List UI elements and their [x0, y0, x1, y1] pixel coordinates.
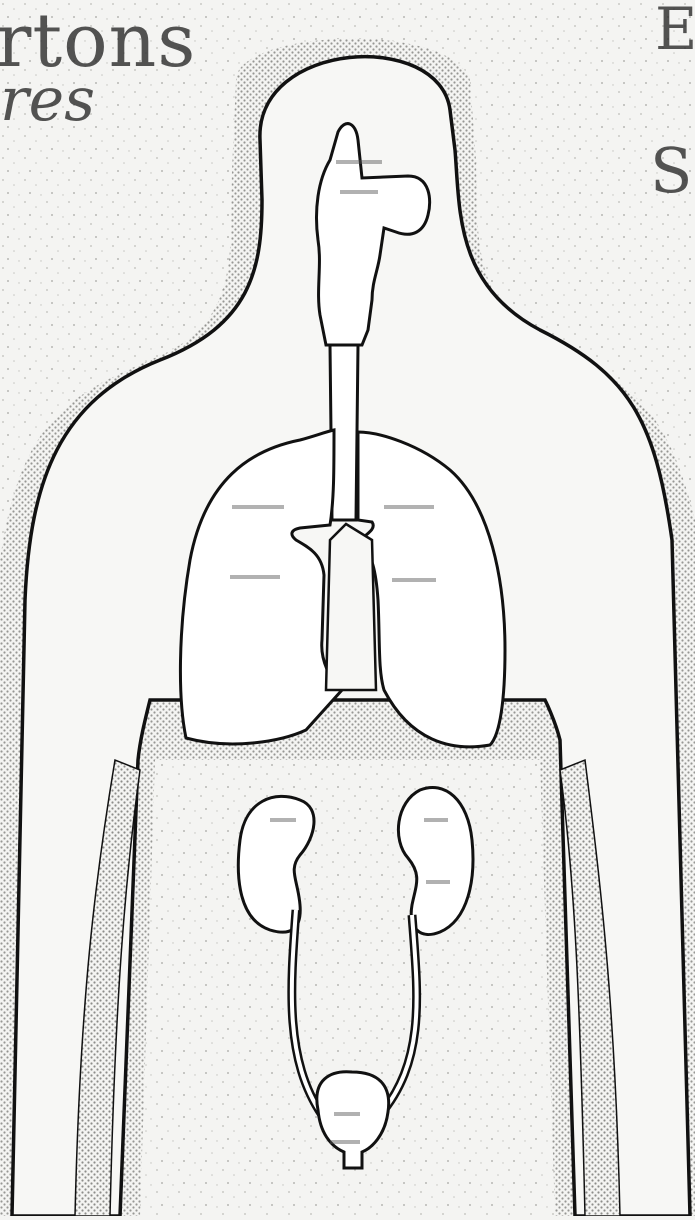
- mediastinum-wedge: [326, 524, 376, 690]
- heading-fragment-second-line: res: [0, 70, 95, 130]
- heading-fragment-right-mid: S: [650, 140, 692, 202]
- heading-fragment-top-right: E: [655, 0, 695, 58]
